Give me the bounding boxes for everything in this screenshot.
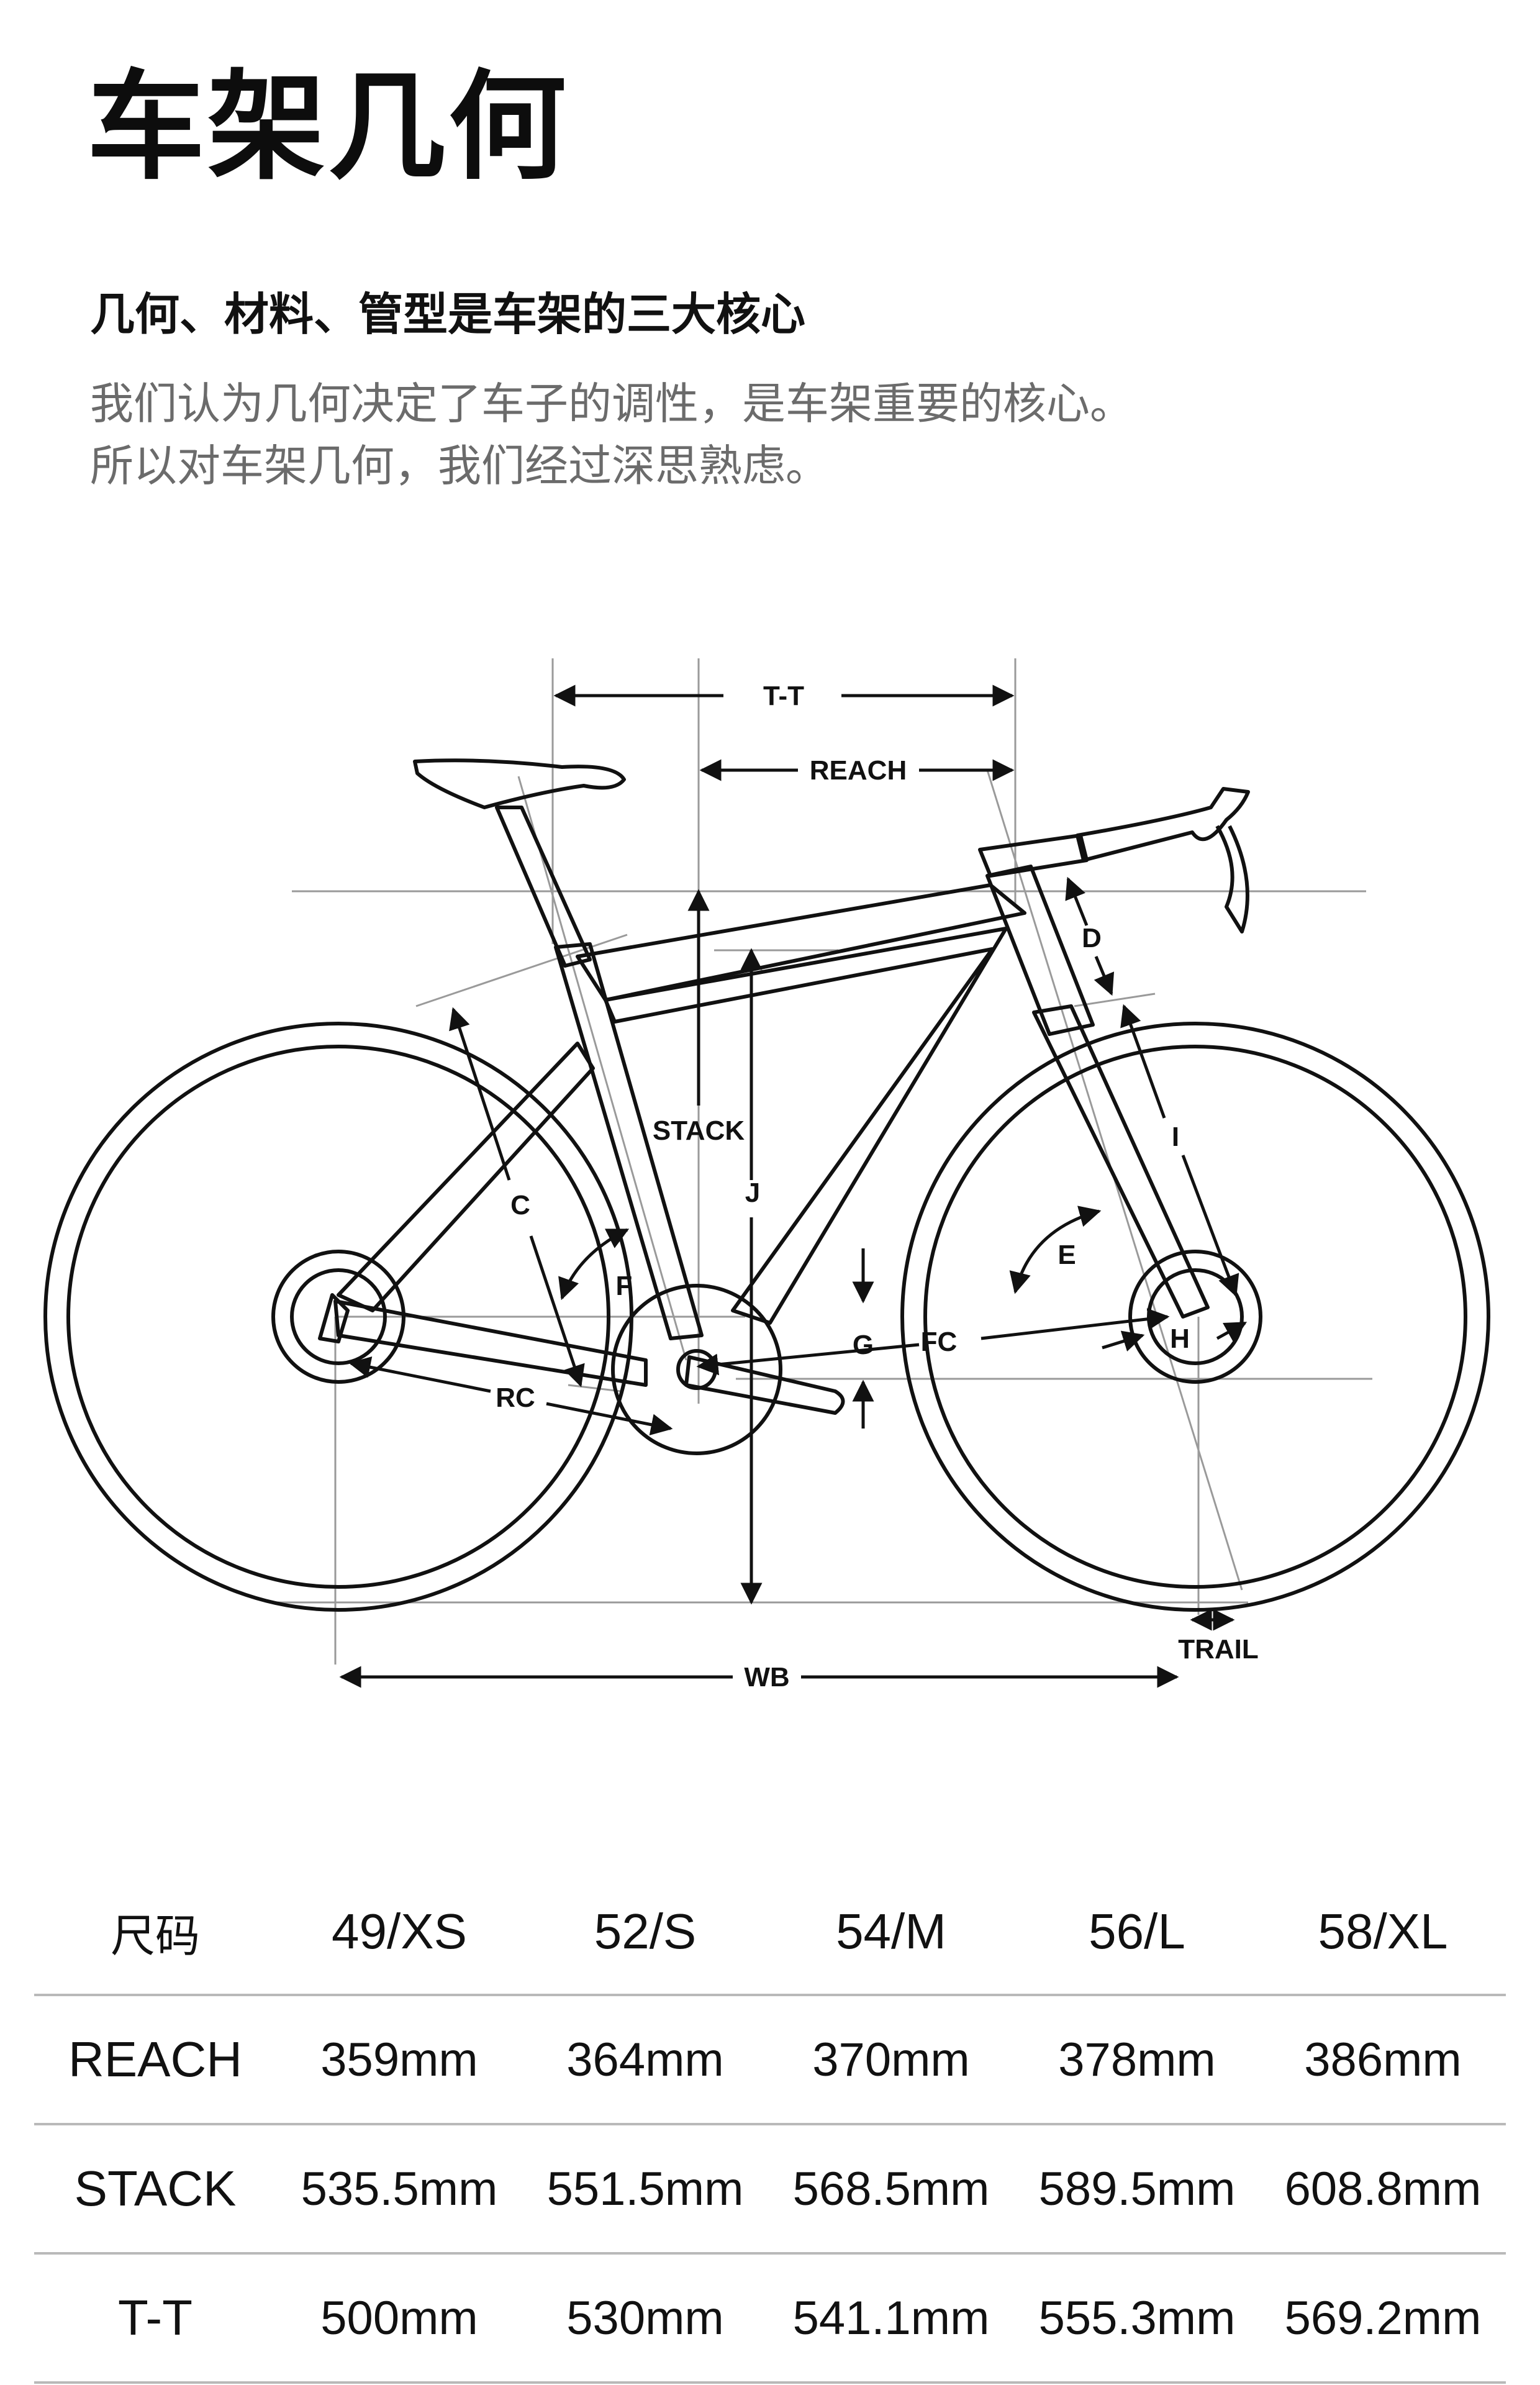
table-cell: 608.8mm: [1284, 2162, 1482, 2215]
table-cell: 555.3mm: [1038, 2291, 1236, 2345]
label-stack: STACK: [653, 1115, 745, 1146]
table-cell: 569.2mm: [1284, 2291, 1482, 2345]
table-row: STACK 535.5mm 551.5mm 568.5mm 589.5mm 60…: [34, 2124, 1506, 2253]
frame-geometry-diagram: T-T REACH STACK J D I E C F G FC H RC TR…: [0, 621, 1540, 1739]
front-wheel: [900, 1022, 1490, 1612]
table-cell: 364mm: [566, 2033, 724, 2086]
label-f: F: [616, 1271, 633, 1301]
row-label: STACK: [74, 2161, 237, 2216]
table-cell: 370mm: [812, 2033, 970, 2086]
table-cell: 500mm: [320, 2291, 478, 2345]
header-52-s: 52/S: [594, 1904, 697, 1959]
table-cell: 378mm: [1058, 2033, 1216, 2086]
table-cell: 568.5mm: [792, 2162, 990, 2215]
dimension-arrows: [339, 684, 1248, 1688]
table-cell: 551.5mm: [546, 2162, 744, 2215]
table-cell: 535.5mm: [301, 2162, 498, 2215]
header-56-l: 56/L: [1089, 1904, 1185, 1959]
label-c: C: [510, 1190, 530, 1220]
page-title: 车架几何: [87, 58, 569, 196]
label-fc: FC: [921, 1327, 958, 1357]
label-h: H: [1170, 1324, 1190, 1354]
intro-paragraph: 我们认为几何决定了车子的调性，是车架重要的核心。 所以对车架几何，我们经过深思熟…: [90, 373, 1133, 497]
intro-line-2: 所以对车架几何，我们经过深思熟虑。: [90, 440, 829, 491]
table-cell: 530mm: [566, 2291, 724, 2345]
label-rc: RC: [496, 1383, 535, 1413]
label-reach: REACH: [810, 755, 907, 786]
header-54-m: 54/M: [836, 1904, 946, 1959]
label-tt: T-T: [763, 681, 804, 711]
table-row: REACH 359mm 364mm 370mm 378mm 386mm: [34, 1995, 1506, 2124]
table-cell: 589.5mm: [1038, 2162, 1236, 2215]
intro-line-1: 我们认为几何决定了车子的调性，是车架重要的核心。: [90, 378, 1133, 429]
header-58-xl: 58/XL: [1318, 1904, 1448, 1959]
label-d: D: [1082, 923, 1102, 953]
table-header-row: 尺码 49/XS 52/S 54/M 56/L 58/XL: [34, 1869, 1506, 1995]
label-j: J: [745, 1178, 760, 1208]
guide-lines: [273, 658, 1372, 1665]
section-subtitle: 几何、材料、管型是车架的三大核心: [90, 288, 806, 340]
table-cell: 386mm: [1304, 2033, 1462, 2086]
geometry-table: 尺码 49/XS 52/S 54/M 56/L 58/XL REACH 359m…: [34, 1869, 1506, 2384]
header-size: 尺码: [110, 1909, 200, 1962]
label-wb: WB: [744, 1662, 789, 1692]
label-trail: TRAIL: [1178, 1634, 1259, 1665]
label-g: G: [853, 1330, 874, 1360]
row-label: T-T: [118, 2290, 192, 2345]
table-cell: 359mm: [320, 2033, 478, 2086]
header-49-xs: 49/XS: [332, 1904, 467, 1959]
table-cell: 541.1mm: [792, 2291, 990, 2345]
label-e: E: [1058, 1240, 1076, 1270]
table-row: T-T 500mm 530mm 541.1mm 555.3mm 569.2mm: [34, 2253, 1506, 2383]
label-i: I: [1172, 1122, 1179, 1152]
dimension-labels: T-T REACH STACK J D I E C F G FC H RC TR…: [496, 681, 1259, 1692]
bike-frame: [318, 758, 1250, 1455]
row-label: REACH: [68, 2032, 243, 2087]
